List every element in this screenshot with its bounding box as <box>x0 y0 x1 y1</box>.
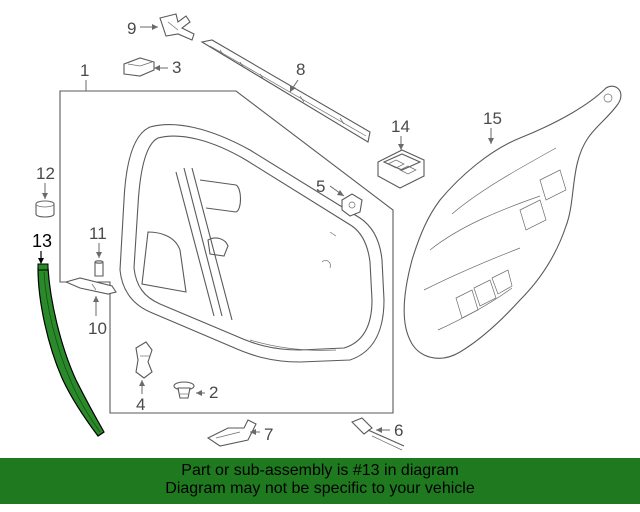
callout-13: 13 <box>32 231 52 251</box>
callout-7: 7 <box>264 425 273 444</box>
callout-1: 1 <box>80 61 89 80</box>
part-4-clip[interactable]: 4 <box>135 341 153 414</box>
part-10-bracket[interactable]: 10 <box>64 277 117 338</box>
part-14-window-switch[interactable]: 14 <box>377 117 425 189</box>
callout-9: 9 <box>127 19 136 38</box>
callout-5: 5 <box>316 177 325 196</box>
callout-4: 4 <box>136 395 145 414</box>
callout-12: 12 <box>36 164 55 183</box>
callout-14: 14 <box>391 117 410 136</box>
part-2-push-pin[interactable]: 2 <box>173 381 218 402</box>
callout-10: 10 <box>88 319 107 338</box>
part-15-water-shield[interactable]: 15 <box>403 85 622 359</box>
part-7-bracket[interactable]: 7 <box>206 419 273 447</box>
callout-8: 8 <box>296 60 305 79</box>
part-6-cable-handle[interactable]: 6 <box>351 417 405 451</box>
part-12-plug[interactable]: 12 <box>35 164 55 218</box>
part-11-pin[interactable]: 11 <box>89 224 107 277</box>
part-8-weatherstrip[interactable]: 8 <box>200 39 371 143</box>
banner-line-1: Part or sub-assembly is #13 in diagram <box>181 462 459 479</box>
part-5-clip[interactable]: 5 <box>316 177 363 217</box>
parts-diagram: 1 9 3 8 14 5 <box>32 13 622 451</box>
part-3-clip[interactable]: 3 <box>123 57 181 77</box>
part-13-trim-strip-highlighted[interactable]: 13 <box>32 231 105 437</box>
callout-11: 11 <box>89 224 107 243</box>
callout-2: 2 <box>209 383 218 402</box>
callout-3: 3 <box>172 58 181 77</box>
callout-15: 15 <box>483 109 502 128</box>
highlight-banner: Part or sub-assembly is #13 in diagram D… <box>0 458 640 504</box>
banner-line-2: Diagram may not be specific to your vehi… <box>165 480 475 497</box>
part-9-clip[interactable]: 9 <box>127 13 195 41</box>
callout-6: 6 <box>394 421 403 440</box>
part-1-door-trim-panel[interactable]: 1 <box>59 61 394 414</box>
